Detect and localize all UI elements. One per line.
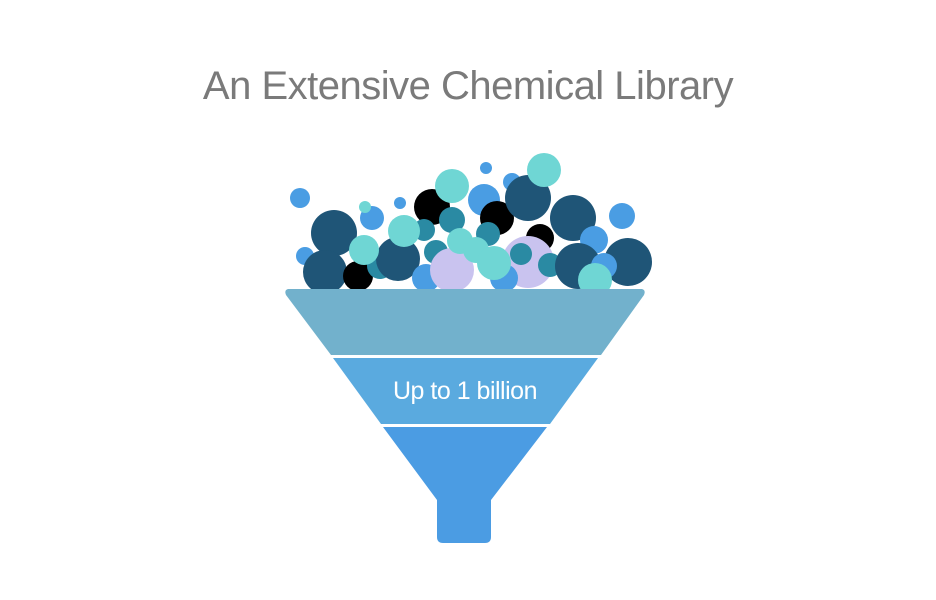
molecule [311, 210, 357, 256]
molecule [505, 175, 551, 221]
molecule [359, 201, 371, 213]
diagram-title: An Extensive Chemical Library [202, 64, 734, 108]
molecule-cluster [290, 153, 652, 297]
funnel-middle-label: Up to 1 billion [393, 377, 537, 405]
molecule [349, 235, 379, 265]
funnel-bottom-band [383, 427, 547, 543]
molecule [477, 246, 511, 280]
molecule [376, 237, 420, 281]
molecule [430, 248, 474, 292]
molecule [394, 197, 406, 209]
molecule [604, 238, 652, 286]
molecule [527, 153, 561, 187]
molecule [510, 243, 532, 265]
molecule [550, 195, 596, 241]
funnel-top-band [285, 289, 645, 355]
molecule [609, 203, 635, 229]
funnel-middle-band [333, 358, 598, 424]
funnel: Up to 1 billion [285, 289, 645, 543]
molecule [578, 263, 612, 297]
molecule [439, 207, 465, 233]
molecule [303, 250, 347, 294]
molecule [343, 261, 373, 291]
molecule [290, 188, 310, 208]
molecule [480, 162, 492, 174]
molecule [388, 215, 420, 247]
molecule [435, 169, 469, 203]
